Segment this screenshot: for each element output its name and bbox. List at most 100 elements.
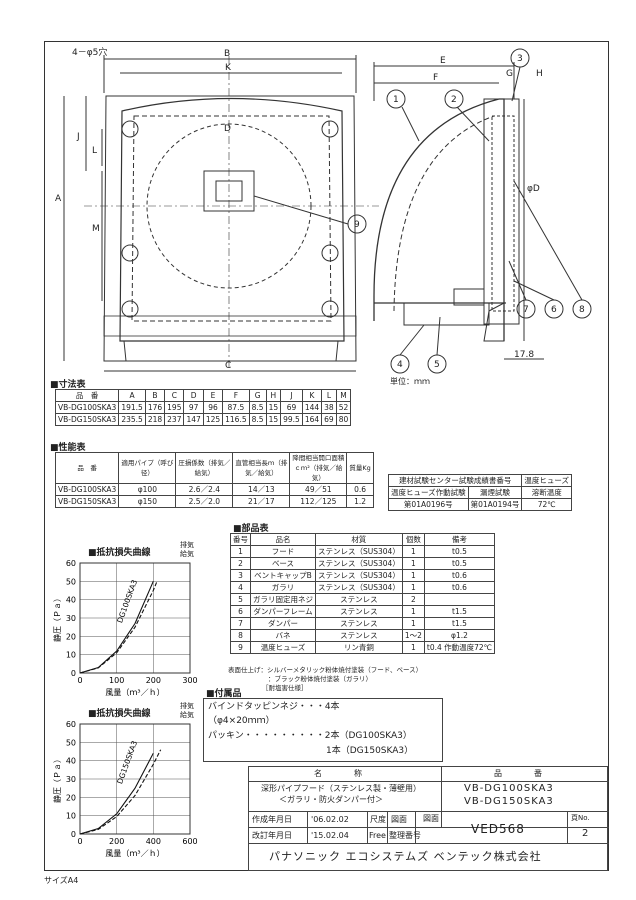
series-annotation: DG100SKA3: [115, 578, 139, 624]
table-header: 番号: [230, 533, 251, 546]
table-header: 適用パイプ（呼び径）: [118, 452, 177, 484]
table-cell: 21／17: [232, 495, 291, 508]
title-block: 名 称 品 番 深形パイプフード（ステンレス製・薄壁用） ＜ガラリ・防火ダンパー…: [248, 766, 609, 871]
table-cell: 144: [301, 401, 323, 414]
tb-created-label: 作成年月日: [252, 815, 292, 824]
tb-name2: ＜ガラリ・防火ダンパー付＞: [279, 795, 383, 804]
svg-text:K: K: [225, 63, 232, 73]
tb-created: '06.02.02: [311, 815, 349, 824]
x-tick-label: 100: [109, 676, 124, 685]
table-cell: 1: [230, 545, 251, 558]
table-header: B: [144, 389, 166, 402]
perf-table: 品 番適用パイプ（呼び径）圧損係数（排気／給気）直管相当長ｍ（排気／給気）降間相…: [54, 452, 374, 508]
chart1-legend-exhaust: 排気: [180, 541, 194, 549]
y-tick-label: 50: [66, 577, 76, 586]
svg-text:B: B: [224, 49, 230, 59]
table-cell: 14／13: [232, 483, 291, 496]
table-cell: 69: [280, 401, 303, 414]
table-cell: φ150: [118, 495, 177, 508]
y-axis-label: 静圧（Ｐａ）: [52, 755, 62, 803]
plot-frame: [79, 723, 191, 835]
y-tick-label: 40: [66, 757, 76, 766]
x-tick-label: 0: [77, 837, 82, 846]
table-cell: 1: [401, 641, 425, 654]
y-tick-label: 10: [66, 812, 76, 821]
table-cell: 0.6: [346, 483, 374, 496]
svg-text:1: 1: [393, 95, 399, 105]
table-header: 備考: [423, 533, 496, 546]
svg-text:φD: φD: [527, 184, 540, 194]
x-axis-label: 風量（ｍ³／ｈ）: [105, 688, 164, 697]
svg-text:D: D: [224, 124, 231, 134]
svg-text:17.8: 17.8: [514, 350, 534, 360]
x-tick-label: 0: [77, 676, 82, 685]
table-cell: ベントキャップB: [250, 569, 316, 582]
table-cell: φ1.2: [423, 629, 496, 642]
table-cell: ステンレス（SUS304）: [315, 581, 403, 594]
y-tick-label: 30: [66, 775, 76, 784]
tb-page: 2: [582, 828, 589, 839]
table-cell: 8.5: [248, 413, 267, 426]
table-cell: 191.5: [118, 401, 146, 414]
table-cell: t1.5: [423, 605, 496, 618]
tb-company: パナソニック エコシステムズ ベンテック株式会社: [269, 850, 542, 863]
table-cell: フード: [250, 545, 316, 558]
table-header: L: [321, 389, 337, 402]
chart1-title: ■抵抗損失曲線: [88, 548, 151, 558]
chart2-title: ■抵抗損失曲線: [88, 709, 151, 719]
tb-code1: VB-DG100SKA3: [464, 783, 554, 794]
table-header: F: [222, 389, 250, 402]
front-view-inner: [119, 97, 345, 342]
table-cell: リン青銅: [315, 641, 403, 654]
table-cell: 49／51: [289, 483, 348, 496]
table-cell: ステンレス（SUS304）: [315, 545, 403, 558]
x-axis-label: 風量（ｍ³／ｈ）: [105, 849, 164, 858]
table-header: 個数: [401, 533, 425, 546]
tb-code2: VB-DG150SKA3: [464, 796, 554, 807]
x-tick-label: 200: [109, 837, 124, 846]
y-tick-label: 50: [66, 738, 76, 747]
parts-title: ■部品表: [233, 524, 269, 534]
tb-scale-label: 尺度: [370, 815, 386, 824]
table-cell: ステンレス: [315, 617, 403, 630]
table-header: E: [202, 389, 224, 402]
table-cell: 52: [335, 401, 352, 414]
table-cell: 6: [230, 605, 251, 618]
y-tick-label: 60: [66, 720, 76, 729]
table-header: C: [164, 389, 185, 402]
table-cell: 1: [401, 545, 425, 558]
x-tick-label: 400: [146, 837, 161, 846]
svg-text:J: J: [76, 132, 80, 142]
svg-text:E: E: [440, 56, 446, 66]
table-header: G: [248, 389, 267, 402]
table-cell: 195: [164, 401, 185, 414]
table-header: K: [301, 389, 323, 402]
svg-text:4: 4: [397, 360, 403, 370]
accessories-box: バインドタッピンネジ・・・4本 （φ4×20ｍｍ） パッキン・・・・・・・・・2…: [203, 698, 443, 762]
table-header: 質量Kg: [346, 452, 374, 484]
table-cell: ダンパー: [250, 617, 316, 630]
svg-text:A: A: [55, 194, 62, 204]
dims-title: ■寸法表: [50, 380, 86, 390]
series-annotation: DG150SKA3: [115, 739, 139, 785]
table-header: 品 番: [54, 389, 120, 402]
table-cell: 8: [230, 629, 251, 642]
table-cell: 15: [265, 413, 282, 426]
dims-unit: 単位：ｍｍ: [390, 377, 430, 386]
accessories-title: ■付属品: [206, 689, 242, 699]
table-cell: 87.5: [222, 401, 250, 414]
table-cell: 69: [321, 413, 337, 426]
svg-text:5: 5: [434, 360, 440, 370]
table-cell: ベース: [250, 557, 316, 570]
table-cell: VB-DG150SKA3: [54, 495, 120, 508]
table-cell: ガラリ固定用ネジ: [250, 593, 316, 606]
plot-frame: [79, 562, 191, 674]
chart2-legend-exhaust: 排気: [180, 702, 194, 710]
